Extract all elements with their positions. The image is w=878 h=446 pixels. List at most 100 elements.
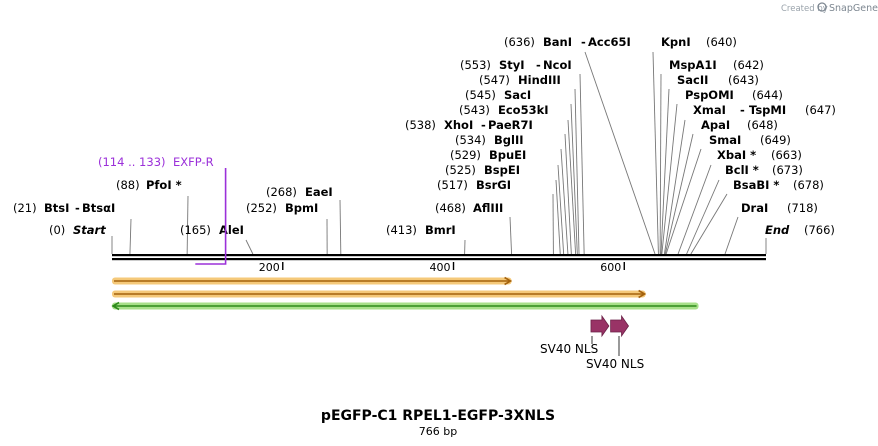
site-smai: SmaI (649) [709,133,791,147]
start-label: (0) Start [49,223,106,237]
site-position: (268) [266,185,297,199]
site-position: (165) [180,223,211,237]
site-name: BclI * [725,163,759,177]
site-bsabi: BsaBI * (678) [733,178,824,192]
site-mspa1i: MspA1I(642) [669,58,764,72]
site-name: XmaI [693,103,726,117]
site-bsrgi: (517)BsrGI [437,178,511,192]
site-separator: - [75,201,80,215]
site-saci: (545)SacI [465,88,531,102]
site-bglii: (534)BglII [455,133,524,147]
leader-line [677,164,712,255]
site-position: (413) [386,223,417,237]
primer-range: (114 .. 133) [98,155,166,169]
tick-label: 400 [430,261,451,274]
leader-line [579,73,585,255]
site-position: (543) [459,103,490,117]
site-name: StyI [499,58,525,72]
site-name: SmaI [709,133,741,147]
primer-exfp-r: (114 .. 133) EXFP-R [98,155,227,265]
feature-arrow [590,314,610,338]
leader-line [564,133,572,255]
backbone-top-strand [112,254,766,257]
site-position: (525) [445,163,476,177]
site-name: AflIII [473,201,503,215]
site-position: (534) [455,133,486,147]
site-position: (673) [772,163,803,177]
site-position: (642) [733,58,764,72]
site-position: (468) [435,201,466,215]
site-position: (517) [437,178,468,192]
site-alei: (165)AleI [180,223,244,237]
site-name: Eco53kI [498,103,549,117]
site-name: ApaI [701,118,730,132]
site-position: (553) [460,58,491,72]
feature-sv40-nls: SV40 NLS [540,314,610,356]
feature-label: SV40 NLS [540,342,598,356]
site-name: BtsI [44,201,69,215]
leader-line [659,73,662,255]
site-position: (640) [706,35,737,49]
site-hindiii: (547)HindIII [479,73,561,87]
site-name: EaeI [305,185,333,199]
leader-line [724,216,739,255]
site-bcli: BclI * (673) [725,163,803,177]
leader-line [584,51,656,255]
tick-label: 600 [600,261,621,274]
site-separator: - [481,118,486,132]
site-name: BanI [543,35,572,49]
credit-text: Created by [781,4,828,14]
site-styi: (553)StyI-NcoI [460,58,572,72]
site-pspomi: PspOMI(644) [685,88,783,102]
site-name: BsaBI * [733,178,779,192]
site-position: (647) [805,103,836,117]
site-bpuei: (529)BpuEI [450,148,526,162]
site-eaei: (268) EaeI [266,185,333,199]
ruler-ticks: 200 400 600 [259,261,625,274]
site-name-alt: TspMI [749,103,786,117]
leader-line [660,88,670,255]
site-apai: ApaI (648) [701,118,778,132]
dna-backbone [112,254,766,261]
site-position: (538) [405,118,436,132]
site-name: XbaI * [717,148,756,162]
leader-line [567,119,577,255]
restriction-site-labels: (21)BtsI-BtsαI(88)PfoI *(165)AleI(252)Bp… [13,35,836,237]
orf-arrowhead [504,276,513,286]
site-position: (648) [747,118,778,132]
site-xhoi: (538)XhoI-PaeR7I [405,118,533,132]
end-name: End [765,223,790,237]
site-sacii: SacII(643) [677,73,759,87]
leader-line [665,148,702,255]
site-name: DraI [741,201,768,215]
site-pfoi: (88)PfoI * [116,178,182,192]
site-xbai: XbaI *(663) [717,148,802,162]
site-bani: (636)BanI-Acc65I [504,35,631,49]
site-name: BspEI [484,163,520,177]
site-eco53ki: (543) Eco53kI [459,103,549,117]
site-btsi: (21)BtsI-BtsαI [13,201,115,215]
tick-label: 200 [259,261,280,274]
start-name: Start [73,223,106,237]
end-pos: (766) [804,223,835,237]
site-name-alt: NcoI [543,58,572,72]
map-subtitle: 766 bp [419,425,457,438]
leader-line [661,103,678,255]
site-name-alt: BtsαI [82,201,115,215]
leader-line [664,133,694,255]
leader-line [663,119,686,255]
site-position: (649) [760,133,791,147]
leader-line [574,88,580,255]
site-position: (545) [465,88,496,102]
primer-bracket [195,168,227,265]
site-name: SacII [677,73,708,87]
leader-line [690,193,728,255]
site-position: (678) [793,178,824,192]
site-leader-lines [111,51,767,255]
site-name: PspOMI [685,88,734,102]
site-position: (529) [450,148,481,162]
site-name-alt: Acc65I [588,35,631,49]
backbone-bottom-strand [112,258,766,261]
site-position: (88) [116,178,140,192]
site-xmai: XmaI-TspMI(647) [693,103,836,117]
